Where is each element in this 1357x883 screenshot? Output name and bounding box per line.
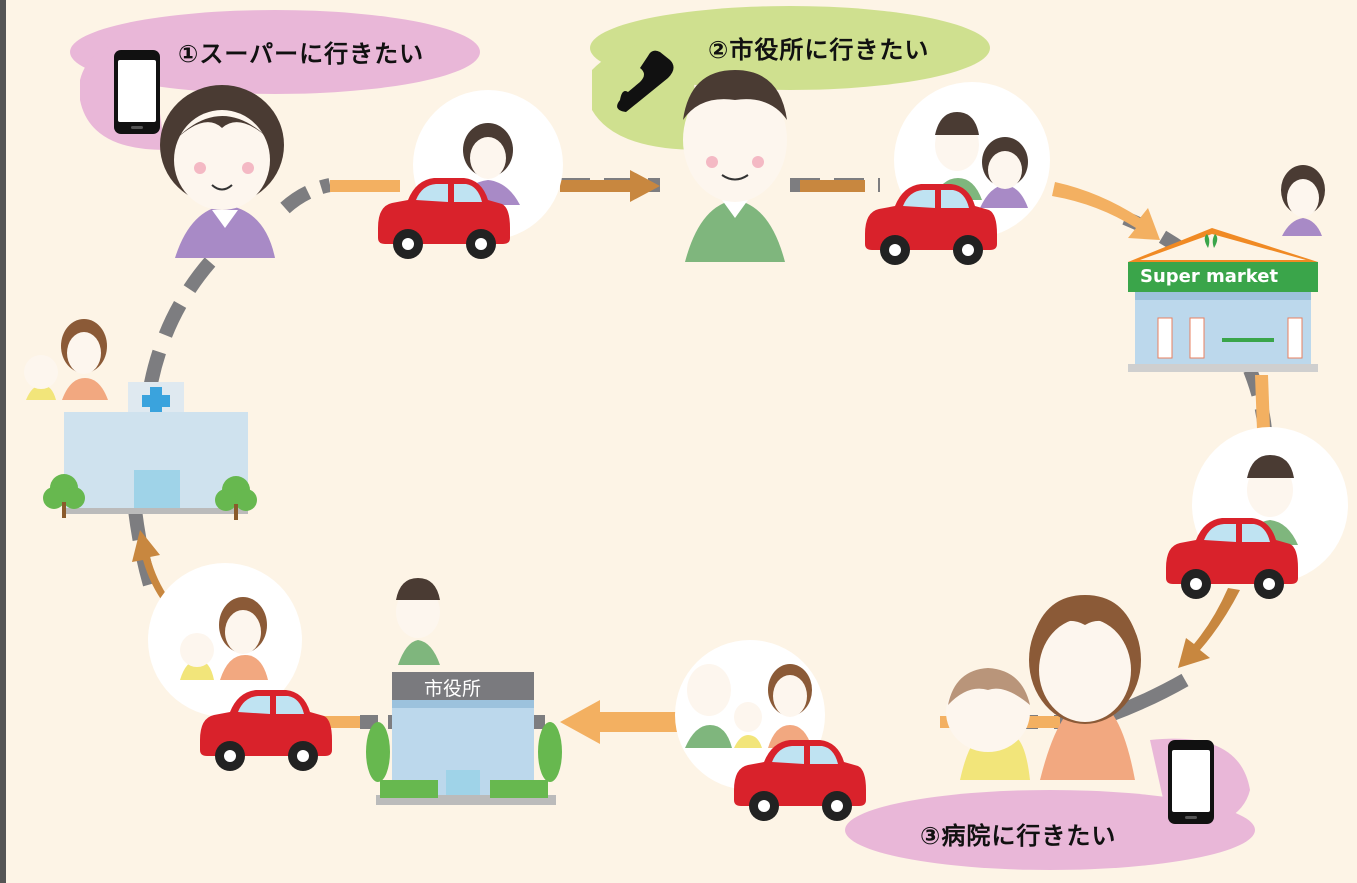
telephone-handset-icon — [617, 50, 674, 112]
supermarket-staff-figure — [1281, 165, 1325, 236]
left-frame-border — [0, 0, 6, 883]
elderly-woman-figure — [160, 85, 284, 258]
city-hall-sign: 市役所 — [424, 678, 482, 700]
elderly-man-figure — [683, 70, 787, 262]
bubble-1 — [70, 10, 480, 94]
smartphone-icon-2 — [1168, 740, 1214, 824]
city-hall-visitor-figure — [396, 578, 440, 665]
bubble-3-text: ③病院に行きたい — [920, 822, 1117, 850]
bubble-1-text: ①スーパーに行きたい — [178, 40, 425, 68]
city-hall-trees — [366, 722, 562, 782]
smartphone-icon — [114, 50, 160, 134]
bubble-2-text: ②市役所に行きたい — [708, 36, 930, 64]
hospital-patients-figure — [24, 319, 108, 400]
passenger-circle-5 — [148, 563, 302, 717]
bubble-3 — [845, 790, 1255, 870]
supermarket-sign: Super market — [1140, 266, 1279, 287]
supermarket-building — [1128, 228, 1318, 372]
city-hall-building — [376, 672, 556, 805]
mother-and-child-figure — [946, 595, 1141, 780]
